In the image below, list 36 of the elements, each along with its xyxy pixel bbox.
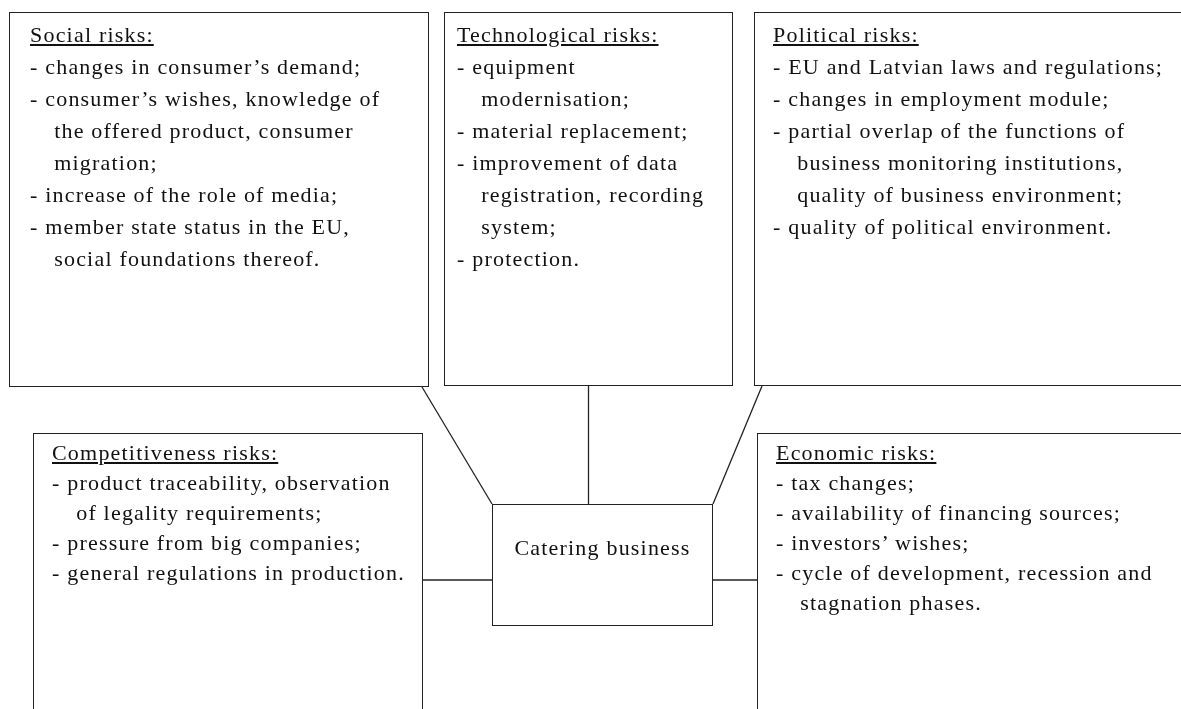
- list-item: - material replacement;: [457, 117, 690, 145]
- list-item: - equipment modernisation;: [457, 53, 631, 113]
- list-item: - increase of the role of media;: [30, 181, 340, 209]
- risk-box: [33, 433, 423, 709]
- box-heading: Political risks:: [773, 21, 920, 49]
- list-item: - EU and Latvian laws and regulations;: [773, 53, 1165, 81]
- box-heading: Economic risks:: [776, 439, 938, 467]
- list-item: - protection.: [457, 245, 582, 273]
- list-item: - changes in employment module;: [773, 85, 1111, 113]
- connector-line: [587, 385, 590, 505]
- list-item: - general regulations in production.: [52, 559, 406, 587]
- connector-line: [422, 579, 493, 581]
- list-item: - improvement of data registration, recording system;: [457, 149, 706, 241]
- list-item: - cycle of development, recession and stagnation phases.: [776, 559, 1154, 617]
- risk-box: [757, 433, 1181, 709]
- list-item: - availability of financing sources;: [776, 499, 1122, 527]
- list-item: - pressure from big companies;: [52, 529, 363, 557]
- box-heading: Competitiveness risks:: [52, 439, 280, 467]
- risk-box: [444, 12, 733, 386]
- list-item: - investors’ wishes;: [776, 529, 971, 557]
- list-item: - member state status in the EU, social foundations thereof.: [30, 213, 352, 273]
- list-item: - quality of political environment.: [773, 213, 1114, 241]
- connector-line: [712, 579, 758, 581]
- box-label: Catering business: [513, 535, 692, 561]
- risk-box: [9, 12, 429, 387]
- box-heading: Social risks:: [30, 21, 155, 49]
- list-item: - product traceability, observation of legality requirements;: [52, 469, 392, 527]
- connector-line: [421, 386, 493, 505]
- list-item: - tax changes;: [776, 469, 916, 497]
- connector-line: [712, 385, 763, 505]
- risk-box: [754, 12, 1181, 386]
- list-item: - changes in consumer’s demand;: [30, 53, 363, 81]
- box-heading: Technological risks:: [457, 21, 660, 49]
- list-item: - partial overlap of the functions of business monitoring institutions, quality of business environment;: [773, 117, 1127, 209]
- center-box: [492, 504, 713, 626]
- list-item: - consumer’s wishes, knowledge of the offered product, consumer migration;: [30, 85, 382, 177]
